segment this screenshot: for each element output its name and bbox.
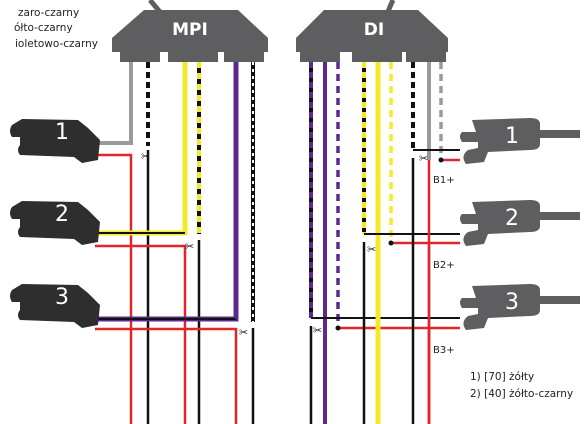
wire-yellow-mpi [95,62,188,236]
di-label: DI [364,20,384,40]
junction-dot [388,240,394,246]
injector-number: 2 [55,202,69,227]
scissor-icon: ✂ [313,324,322,337]
junction-dot [438,157,444,163]
mpi-injector-3: 3 [10,284,100,328]
scissor-icon: ✂ [367,243,376,256]
wire-red-mpi-1 [95,153,133,424]
bank-label-b3: B3+ [433,345,455,356]
scissor-icon: ✂ [185,240,194,253]
junction-dot [335,325,341,331]
legend-line-3: ioletowo-czarny [15,38,98,50]
note-line-2: 2) [40] żółto-czarny [470,388,573,400]
mpi-connector: MPI [112,10,268,62]
injector-number: 1 [505,124,519,149]
wire-red-mpi-2 [95,244,187,424]
wire-gray-mpi [95,62,133,145]
di-wires [309,62,460,424]
scissor-icon: ✂ [141,150,150,163]
di-injector-3: 3 [460,284,580,330]
injector-number: 3 [55,285,69,310]
injector-number: 1 [55,120,69,145]
injector-number: 3 [505,290,519,315]
di-connector: DI [296,10,448,62]
mpi-label: MPI [172,20,208,40]
bank-label-b2: B2+ [433,260,455,271]
wire-purple-mpi [95,62,239,322]
mpi-wires [95,62,255,424]
wire-red-mpi-3 [95,327,238,424]
notes: 1) [70] żółty 2) [40] żółto-czarny [470,371,573,400]
note-line-1: 1) [70] żółty [470,371,534,383]
legend-line-1: zaro-czarny [18,7,79,19]
scissor-icon: ✂ [419,152,428,165]
color-legend: zaro-czarny ółto-czarny ioletowo-czarny [14,7,98,50]
bank-label-b1: B1+ [433,175,455,186]
legend-line-2: ółto-czarny [14,22,73,34]
mpi-injector-1: 1 [10,119,100,163]
injector-number: 2 [505,206,519,231]
scissor-icon: ✂ [239,326,248,339]
di-injector-2: 2 [460,200,580,246]
mpi-injector-2: 2 [10,201,100,245]
di-injector-1: 1 [460,118,580,164]
